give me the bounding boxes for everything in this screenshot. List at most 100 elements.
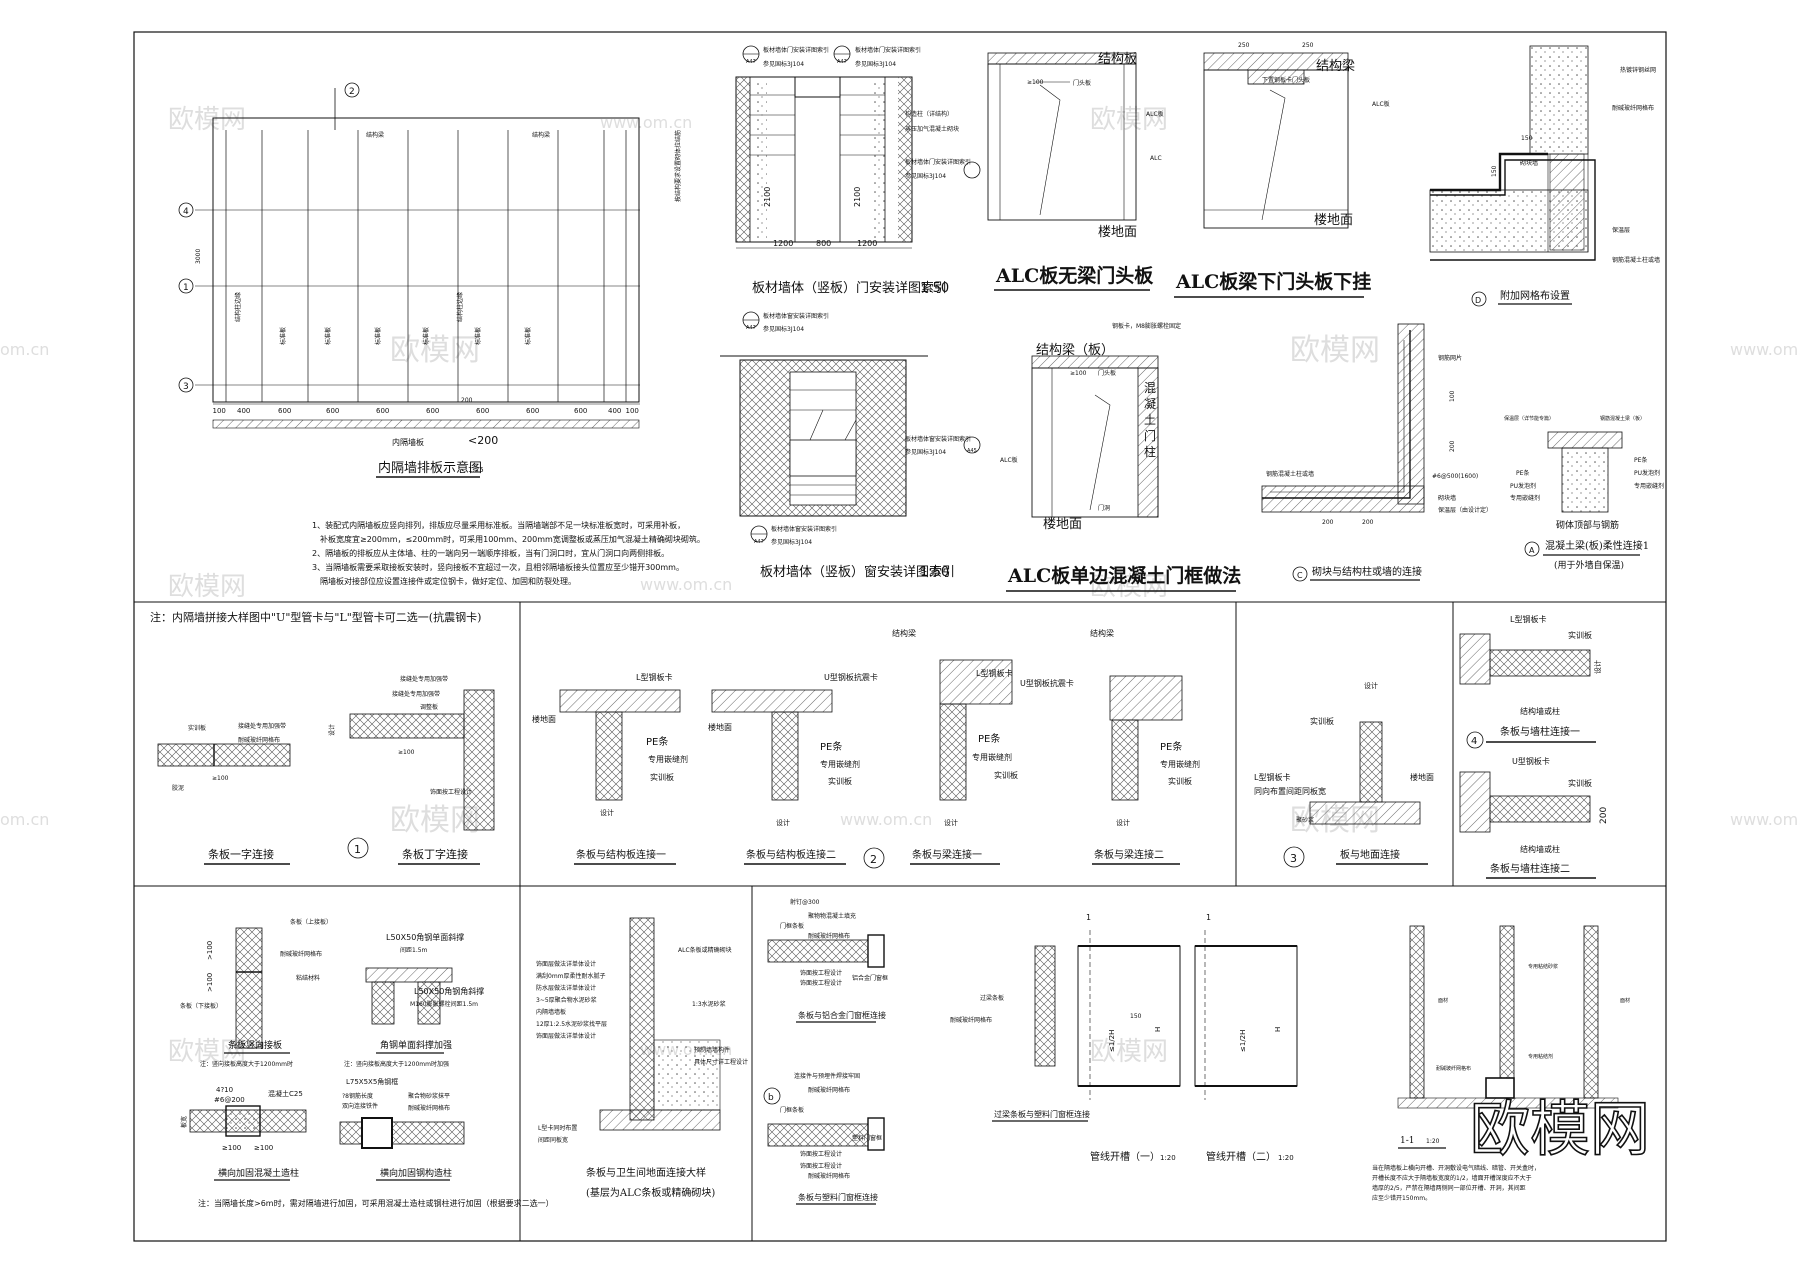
dim: 200 [1599,807,1609,824]
grid-label: 1 [183,283,189,293]
label-alc: ALC板 [1000,456,1018,464]
section-mark: 1-1 [1400,1136,1415,1146]
panel-title: 混凝土梁(板)柔性连接1 [1545,539,1649,552]
layout-dim: 400 [237,407,250,415]
label: 间距1.5m [400,946,428,954]
detail-title: 条板与墙柱连接二 [1490,862,1570,875]
layout-dim: 600 [526,407,539,415]
ref-text: 参见国标3J104 [763,325,804,333]
label: 铝合金门窗框 [852,974,888,982]
subtitle: 砌体顶部与钢筋 [1556,519,1619,531]
detail-title: 条板与卫生间地面连接大样 [586,1166,706,1179]
dim: 设计 [1116,818,1130,827]
watermark: om.cn [0,340,49,359]
detail-title: 条板与梁连接一 [912,848,982,861]
detail-title: 条板一字连接 [208,847,274,861]
label: 耐碱玻纤网格布 [238,736,280,744]
detail-title: 条板与梁连接二 [1094,848,1164,861]
dim: 150 [1130,1013,1142,1020]
label: 条板（下接板） [180,1002,222,1010]
label: 饰面按工程设计 [800,979,842,987]
detail-inline-joint: 实训板 接缝处专用加强带 耐碱玻纤网格布 ≥100 胶泥 条板一字连接 [157,722,291,865]
label-door-opening: 门洞 [1098,504,1110,512]
watermark: 欧模网 [1290,333,1380,368]
label-floor: 楼地面 [1043,517,1082,532]
detail-title: 条板与结构板连接一 [576,848,666,861]
dim: ≥100 [1027,79,1044,86]
note: 板材墙体门安装详图索引 [905,158,971,166]
label: L型钢板卡 [1510,614,1546,624]
label: 间距同板宽 [538,1136,568,1144]
layout-dim: 600 [476,407,489,415]
label: 实训板 [994,770,1018,780]
dim: ≤1/2H [1239,1030,1247,1052]
dim: 200 [1362,519,1374,526]
label-floor: 楼地面 [1098,225,1137,240]
detail-pipe-slot: 1 1 过梁条板 耐碱玻纤网格布 150 ≤1/2H ≤1/2H H H 过梁条… [950,913,1298,1163]
note-line: 当在隔墙板上横向开槽、开洞敷设电气暗线、暗管、开关盒时， [1372,1164,1540,1172]
layout-dim: 100 [213,407,226,415]
dim: 100 [1449,390,1456,402]
detail-section-1-1: 面材 专用粘结砂浆 面材 专用粘结剂 耐碱玻纤网格布 1-1 1:20 当在隔墙… [1372,925,1630,1202]
panel-alc-no-beam: 结构板 门头板 ≥100 ALC板 ALC 楼地面 ALC板无梁门头板 [987,52,1164,291]
label: 同向布置间距同板宽 [1254,786,1326,796]
edge-label: 结构柱边缘 [234,292,242,322]
grid-label: 4 [183,207,189,217]
label: 耐碱玻纤网格布 [950,1016,992,1024]
panel-flexible-connection: 保温层（详节能专篇） 钢筋混凝土梁（板） PE条 PU发泡剂 PE条 PU发泡剂… [1504,415,1664,571]
layout-dim: 600 [426,407,439,415]
detail-number: 4 [1471,736,1477,747]
section-mark: 1 [1206,913,1211,922]
note-line: 开槽长度不应大于隔墙板宽度的1/2，墙面开槽深度应不大于 [1372,1174,1532,1182]
dim: 200 [1322,519,1334,526]
label: 饰面层做法详单体设计 [536,1032,596,1040]
label: 楼地面 [708,722,732,732]
dim: ≥100 [1070,370,1087,377]
rebar-spec: #6@500(1600) [1432,473,1478,480]
note-line: 3、当隔墙板需要采取接板安装时，竖向接板不宜超过一次，且相邻隔墙板接头位置应至少… [312,562,684,572]
watermark: www.om.cn [840,810,932,829]
watermark: 欧模网 [168,105,246,135]
dim: 板宽 [180,1116,188,1128]
label: 双向连接铁件 [342,1102,378,1110]
label: M160膨胀螺栓间距1.5m [410,1000,478,1008]
note-line: 1、装配式内隔墙板应竖向排列，排版应尽量采用标准板。当隔墙端部不足一块标准板宽时… [312,520,685,530]
label: 胶泥 [172,784,184,792]
note: PU发泡剂 [1634,469,1660,477]
label: 过梁条板 [980,994,1004,1002]
note: PE条 [1634,456,1647,464]
note-line: 应至少错开150mm。 [1372,1194,1431,1202]
ref-text: 板材墙体窗安装详图索引 [771,525,837,533]
label: 条板（上接板） [290,918,332,926]
note-line: 补板宽度宜≥200mm，≤200mm时，可采用100mm、200mm宽调整板或蒸… [320,534,705,544]
detail-board-floor: 设计 实训板 L型钢板卡 同向布置间距同板宽 楼地面 聚砂浆 3 板与地面连接 [1254,681,1434,868]
layout-dim: 600 [278,407,291,415]
panel-title: 板材墙体（竖板）窗安装详图索引 [760,564,955,580]
label: 接缝处专用加强带 [238,722,286,730]
label: 门框条板 [780,1106,804,1114]
label: #6@200 [214,1096,245,1104]
label-inner: 下置钢板卡门头板 [1262,76,1310,84]
label: 调整板 [420,703,438,711]
label: 防水层做法详单体设计 [536,984,596,992]
watermark: 欧模网 [168,1037,246,1067]
note: 注：竖向接板高度大于1200mm时加强 [344,1060,449,1068]
label: PE条 [1160,740,1182,753]
bottom-label: 内隔墙板 [392,437,424,447]
note: 钢筋网片 [1438,354,1462,362]
panel-title: 内隔墙排板示意图 [378,460,482,476]
label-alc: ALC [1150,155,1162,162]
detail-number: 1 [354,843,361,856]
dim: 2100 [853,187,862,207]
detail-title: 条板与结构板连接二 [746,848,836,861]
watermark: om.cn [0,810,49,829]
ref-text: 板材墙体窗安装详图索引 [905,435,971,443]
panel-label: 标准板 [524,327,532,345]
panel-label: 标准板 [279,327,287,345]
label: 楼地面 [532,714,556,724]
dim: 800 [816,239,831,248]
panel-title: 砌块与结构柱或墙的连接 [1312,565,1422,578]
dim: 1200 [857,239,877,248]
dim: 设计 [944,818,958,827]
label: 接缝处专用加强带 [400,675,448,683]
